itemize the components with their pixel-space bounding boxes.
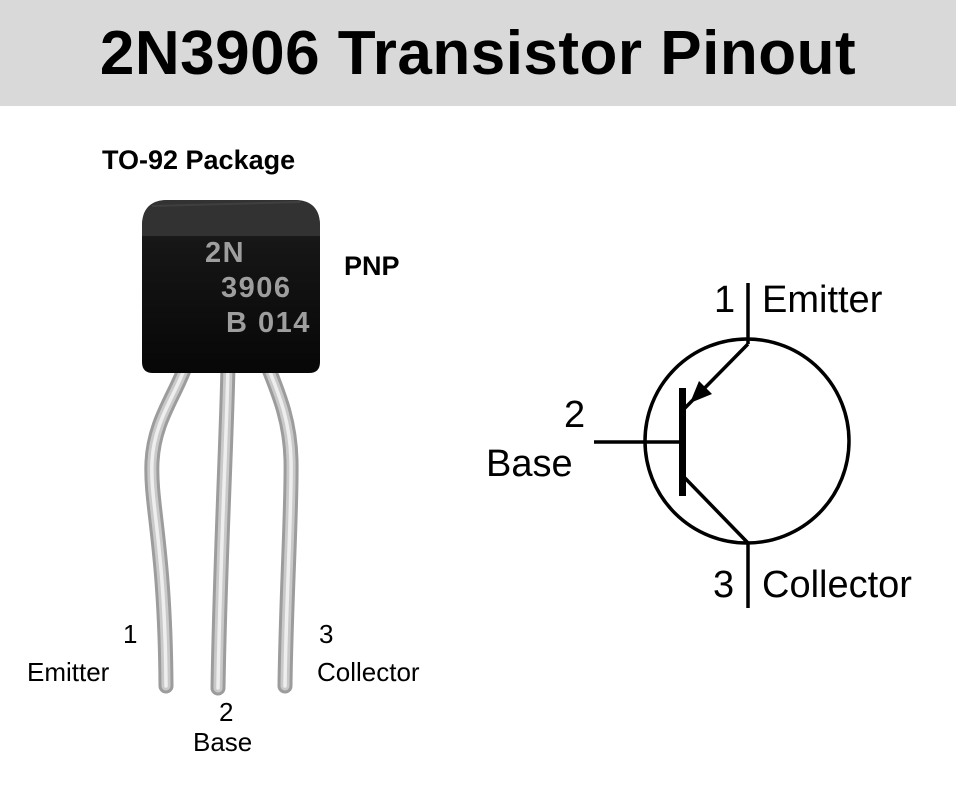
collector-line: [681, 474, 750, 545]
package-label: TO-92 Package: [102, 145, 296, 175]
pin-1-number-label: 1: [123, 619, 138, 649]
symbol-pin-2-number-label: 2: [564, 394, 586, 436]
symbol-pin-3-number-label: 3: [713, 564, 735, 606]
pin-3-name-label: Collector: [317, 657, 420, 687]
pin-2-number-label: 2: [219, 697, 234, 727]
emitter-leg: [144, 354, 195, 694]
symbol-pin-1-number-label: 1: [714, 279, 736, 321]
transistor-symbol: [594, 283, 851, 608]
page-title: 2N3906 Transistor Pinout: [99, 18, 857, 88]
pin-3-number-label: 3: [319, 619, 334, 649]
symbol-pin-2-name-label: Base: [486, 443, 573, 485]
package-marking-line2: 3906: [221, 272, 292, 304]
package-marking-line1: 2N: [205, 237, 245, 269]
collector-leg: [258, 354, 299, 694]
symbol-pin-1-name-label: Emitter: [762, 279, 883, 321]
title-banner: 2N3906 Transistor Pinout: [0, 0, 956, 106]
transistor-legs: [144, 354, 299, 696]
base-leg: [210, 356, 236, 696]
symbol-pin-3-name-label: Collector: [762, 564, 912, 606]
pnp-arrow-icon: [690, 381, 712, 403]
transistor-body-top: [142, 200, 320, 236]
pin-2-name-label: Base: [193, 727, 253, 757]
package-type-label: PNP: [344, 251, 400, 281]
pin-1-name-label: Emitter: [27, 657, 110, 687]
transistor-body: 2N 3906 B 014: [142, 200, 320, 373]
package-marking-line3: B 014: [226, 307, 311, 339]
